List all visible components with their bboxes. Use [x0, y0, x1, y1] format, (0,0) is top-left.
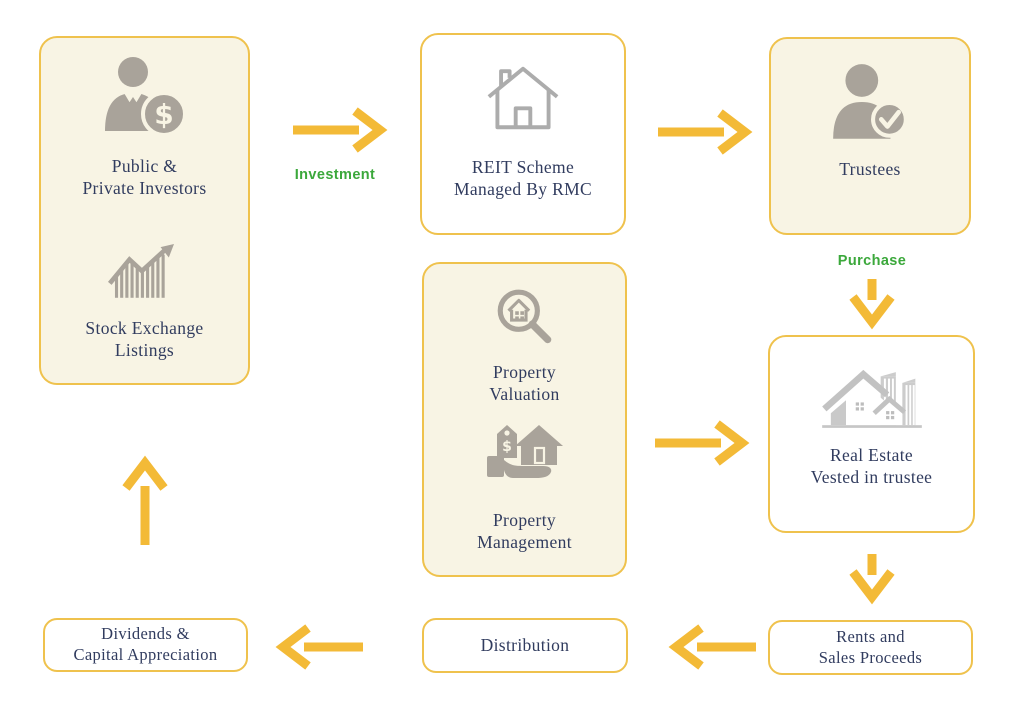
rents-label: Rents and Sales Proceeds: [818, 626, 923, 667]
arrow-investment-right: [293, 107, 388, 153]
arrow-purchase-down: [849, 279, 895, 330]
property-box: Property Valuation $ Property Management: [422, 262, 627, 577]
house-outline-icon: [487, 66, 559, 130]
arrow-property-right: [655, 420, 750, 466]
arrow-dividends-to-investors-up: [122, 455, 168, 545]
arrow-to-trustees-right: [658, 109, 753, 155]
hand-house-icon: $: [486, 424, 563, 478]
investment-flow-label: Investment: [294, 167, 376, 183]
investors-label: Public & Private Investors: [82, 156, 207, 198]
purchase-flow-label: Purchase: [837, 253, 907, 269]
trustees-box: Trustees: [769, 37, 971, 235]
stock-exchange-label: Stock Exchange Listings: [85, 317, 204, 360]
distribution-label: Distribution: [480, 634, 570, 655]
businessman-dollar-icon: $: [104, 57, 187, 137]
trustees-label: Trustees: [839, 159, 901, 179]
real-estate-box: Real Estate Vested in trustee: [768, 335, 975, 533]
tag-dollar-glyph: $: [502, 439, 512, 455]
rents-box: Rents and Sales Proceeds: [768, 620, 973, 675]
reit-scheme-box: REIT Scheme Managed By RMC: [420, 33, 626, 235]
stock-chart-icon: [107, 243, 174, 298]
investors-box: $ Public & Private Investors: [39, 36, 250, 385]
dollar-glyph: $: [154, 98, 173, 131]
property-management-label: Property Management: [477, 509, 572, 552]
arrow-realestate-down: [849, 554, 895, 605]
magnifier-house-icon: [497, 289, 551, 344]
dividends-box: Dividends & Capital Appreciation: [43, 618, 248, 672]
distribution-box: Distribution: [422, 618, 628, 673]
buildings-icon: [821, 369, 922, 428]
property-valuation-label: Property Valuation: [489, 362, 560, 404]
arrow-distribution-to-dividends-left: [275, 624, 363, 670]
arrow-rents-to-distribution-left: [668, 624, 756, 670]
real-estate-label: Real Estate Vested in trustee: [810, 445, 933, 487]
person-check-icon: [833, 64, 908, 139]
dividends-label: Dividends & Capital Appreciation: [73, 624, 218, 664]
reit-scheme-label: REIT Scheme Managed By RMC: [453, 157, 593, 199]
